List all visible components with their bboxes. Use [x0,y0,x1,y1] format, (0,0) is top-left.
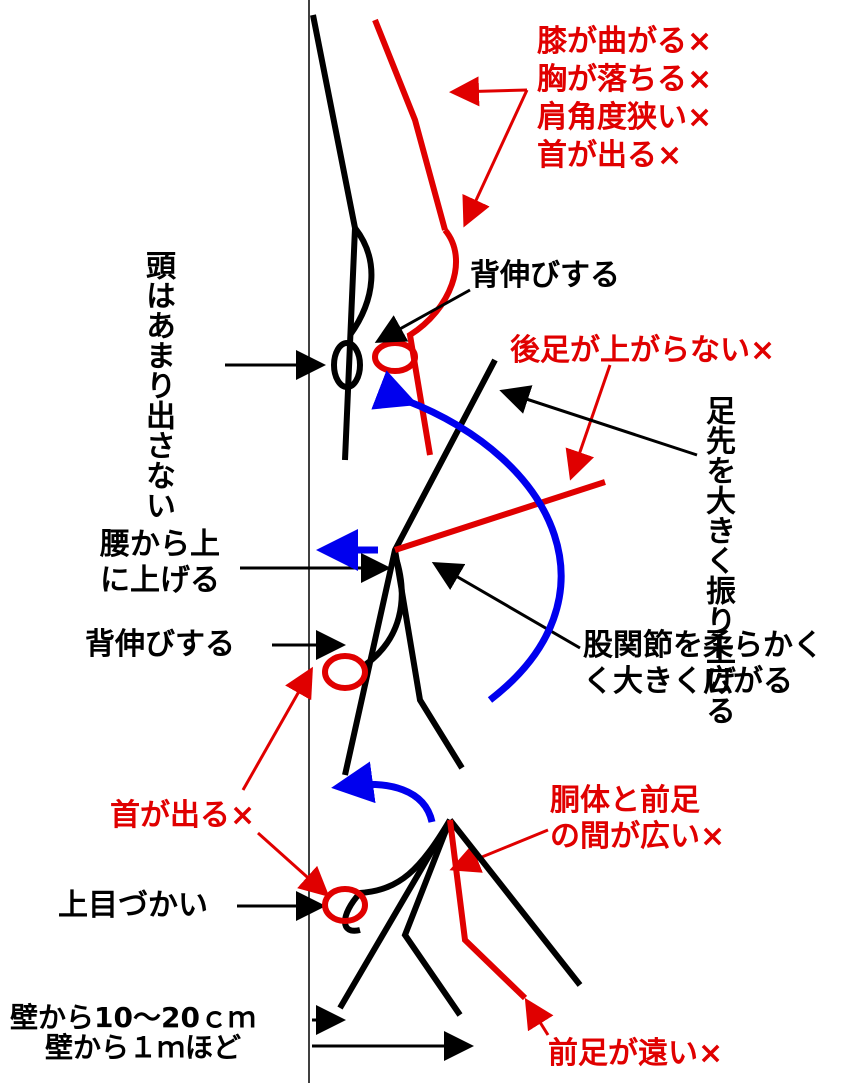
label-hip-up: 腰から上に上げる [100,527,220,599]
label-hip-joint: 股関節を柔らかくく大きく広がる [583,628,823,700]
label-swing-note: 足先を大きく振り上げる [700,395,735,725]
error-neck-mid: 首が出る× [110,798,256,833]
error-rear-leg: 後足が上がらない× [510,333,776,368]
top-figure-wrong [372,18,459,456]
label-wall-near: 壁から10～20ｃｍ [10,1001,256,1034]
head-note-line: 出さない [140,400,175,520]
error-knee-bent: 膝が曲がる× [537,24,713,59]
annotation-arrows [225,76,698,1061]
label-wall-far: 壁から１ｍほど [45,1031,242,1064]
gap-error-line: 胴体と前足 [550,783,700,818]
middle-figure [316,358,606,776]
error-neck-top: 首が出る× [537,138,683,173]
label-head-note: 頭はあまり出さない [140,250,175,520]
head-note-line: 頭はあまり [140,250,175,400]
label-stretch-mid: 背伸びする [85,627,235,662]
label-upward-gaze: 上目づかい [58,888,208,923]
hip-up-line: 腰から上 [100,527,220,562]
error-shoulder-angle: 肩角度狭い× [537,100,713,135]
error-chest-drop: 胸が落ちる× [537,62,713,97]
error-gap: 胴体と前足の間が広い× [550,783,725,855]
hip-up-line: に上げる [100,563,220,598]
error-front-leg: 前足が遠い× [548,1036,724,1071]
bottom-figure [322,761,583,1017]
hip-joint-line: 股関節を柔らかく [583,628,823,663]
top-figure-correct [310,14,375,461]
label-stretch-top: 背伸びする [470,258,620,293]
swing-note-line: 足先を大きく [700,395,735,575]
hip-joint-line: く大きく広がる [583,664,793,699]
gap-error-line: の間が広い× [550,819,726,854]
swing-note-line: 振り上げる [700,575,735,725]
